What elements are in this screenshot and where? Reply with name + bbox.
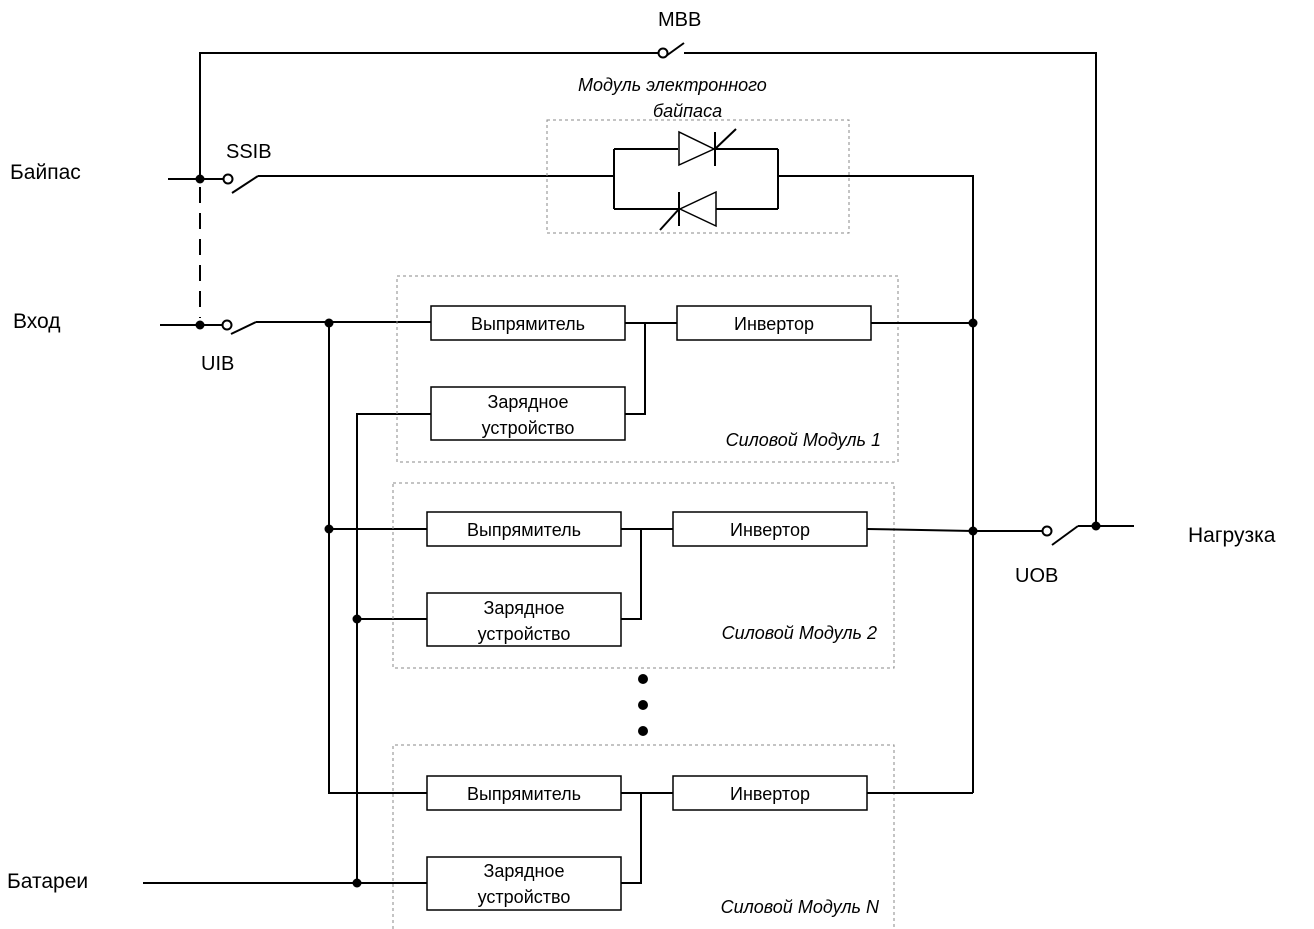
charger-label-1b: устройство [482, 418, 575, 438]
charger-block-1 [430, 386, 626, 441]
ssib-switch-contact [222, 173, 234, 185]
rectifier-label-1: Выпрямитель [471, 314, 585, 334]
power-module-n-frame [392, 744, 895, 929]
rectifier-label-n: Выпрямитель [467, 784, 581, 804]
uib-switch-contact [221, 319, 233, 331]
batteries-label: Батареи [7, 870, 88, 893]
bypass-module-title-line1: Модуль электронного [578, 75, 767, 95]
charger-label-na: Зарядное [484, 861, 565, 881]
power-module-n: Выпрямитель Инвертор Зарядное устройство… [392, 744, 973, 929]
bypass-module-title-line2: байпаса [653, 101, 722, 121]
power-module-1-title: Силовой Модуль 1 [726, 430, 881, 450]
output-line [973, 521, 1134, 546]
load-label: Нагрузка [1188, 524, 1276, 547]
power-module-2: Выпрямитель Инвертор Зарядное устройство… [392, 482, 978, 669]
uib-label: UIB [201, 353, 234, 375]
input-line [160, 318, 431, 794]
charger-block-n [426, 856, 622, 911]
charger-label-2a: Зарядное [484, 598, 565, 618]
inverter-label-2: Инвертор [730, 520, 810, 540]
bypass-label: Байпас [10, 161, 81, 184]
charger-label-1a: Зарядное [488, 392, 569, 412]
power-module-n-title: Силовой Модуль N [721, 897, 880, 917]
electronic-bypass-module-frame [546, 119, 850, 234]
input-label: Вход [13, 310, 61, 333]
bypass-line [168, 173, 614, 194]
uob-switch-contact [1041, 525, 1053, 537]
power-module-2-title: Силовой Модуль 2 [722, 623, 877, 643]
power-module-2-frame [392, 482, 895, 669]
uob-label: UOB [1015, 565, 1058, 587]
mbb-switch-contact [657, 47, 669, 59]
inverter-label-n: Инвертор [730, 784, 810, 804]
power-module-1: Выпрямитель Инвертор Зарядное устройство… [396, 275, 978, 463]
power-module-1-frame [396, 275, 899, 463]
inverter-label-1: Инвертор [734, 314, 814, 334]
charger-label-nb: устройство [478, 887, 571, 907]
thyristor-reverse-icon [678, 190, 717, 228]
thyristor-pair [613, 128, 974, 526]
rectifier-block-2 [426, 511, 622, 547]
thyristor-forward-icon [678, 130, 716, 167]
ssib-label: SSIB [226, 141, 272, 163]
more-modules-ellipsis [638, 674, 648, 736]
charger-label-2b: устройство [478, 624, 571, 644]
charger-block-2 [426, 592, 622, 647]
maintenance-bypass-line [199, 42, 1097, 526]
battery-line [143, 413, 431, 888]
mbb-label: MBB [658, 9, 701, 31]
rectifier-label-2: Выпрямитель [467, 520, 581, 540]
